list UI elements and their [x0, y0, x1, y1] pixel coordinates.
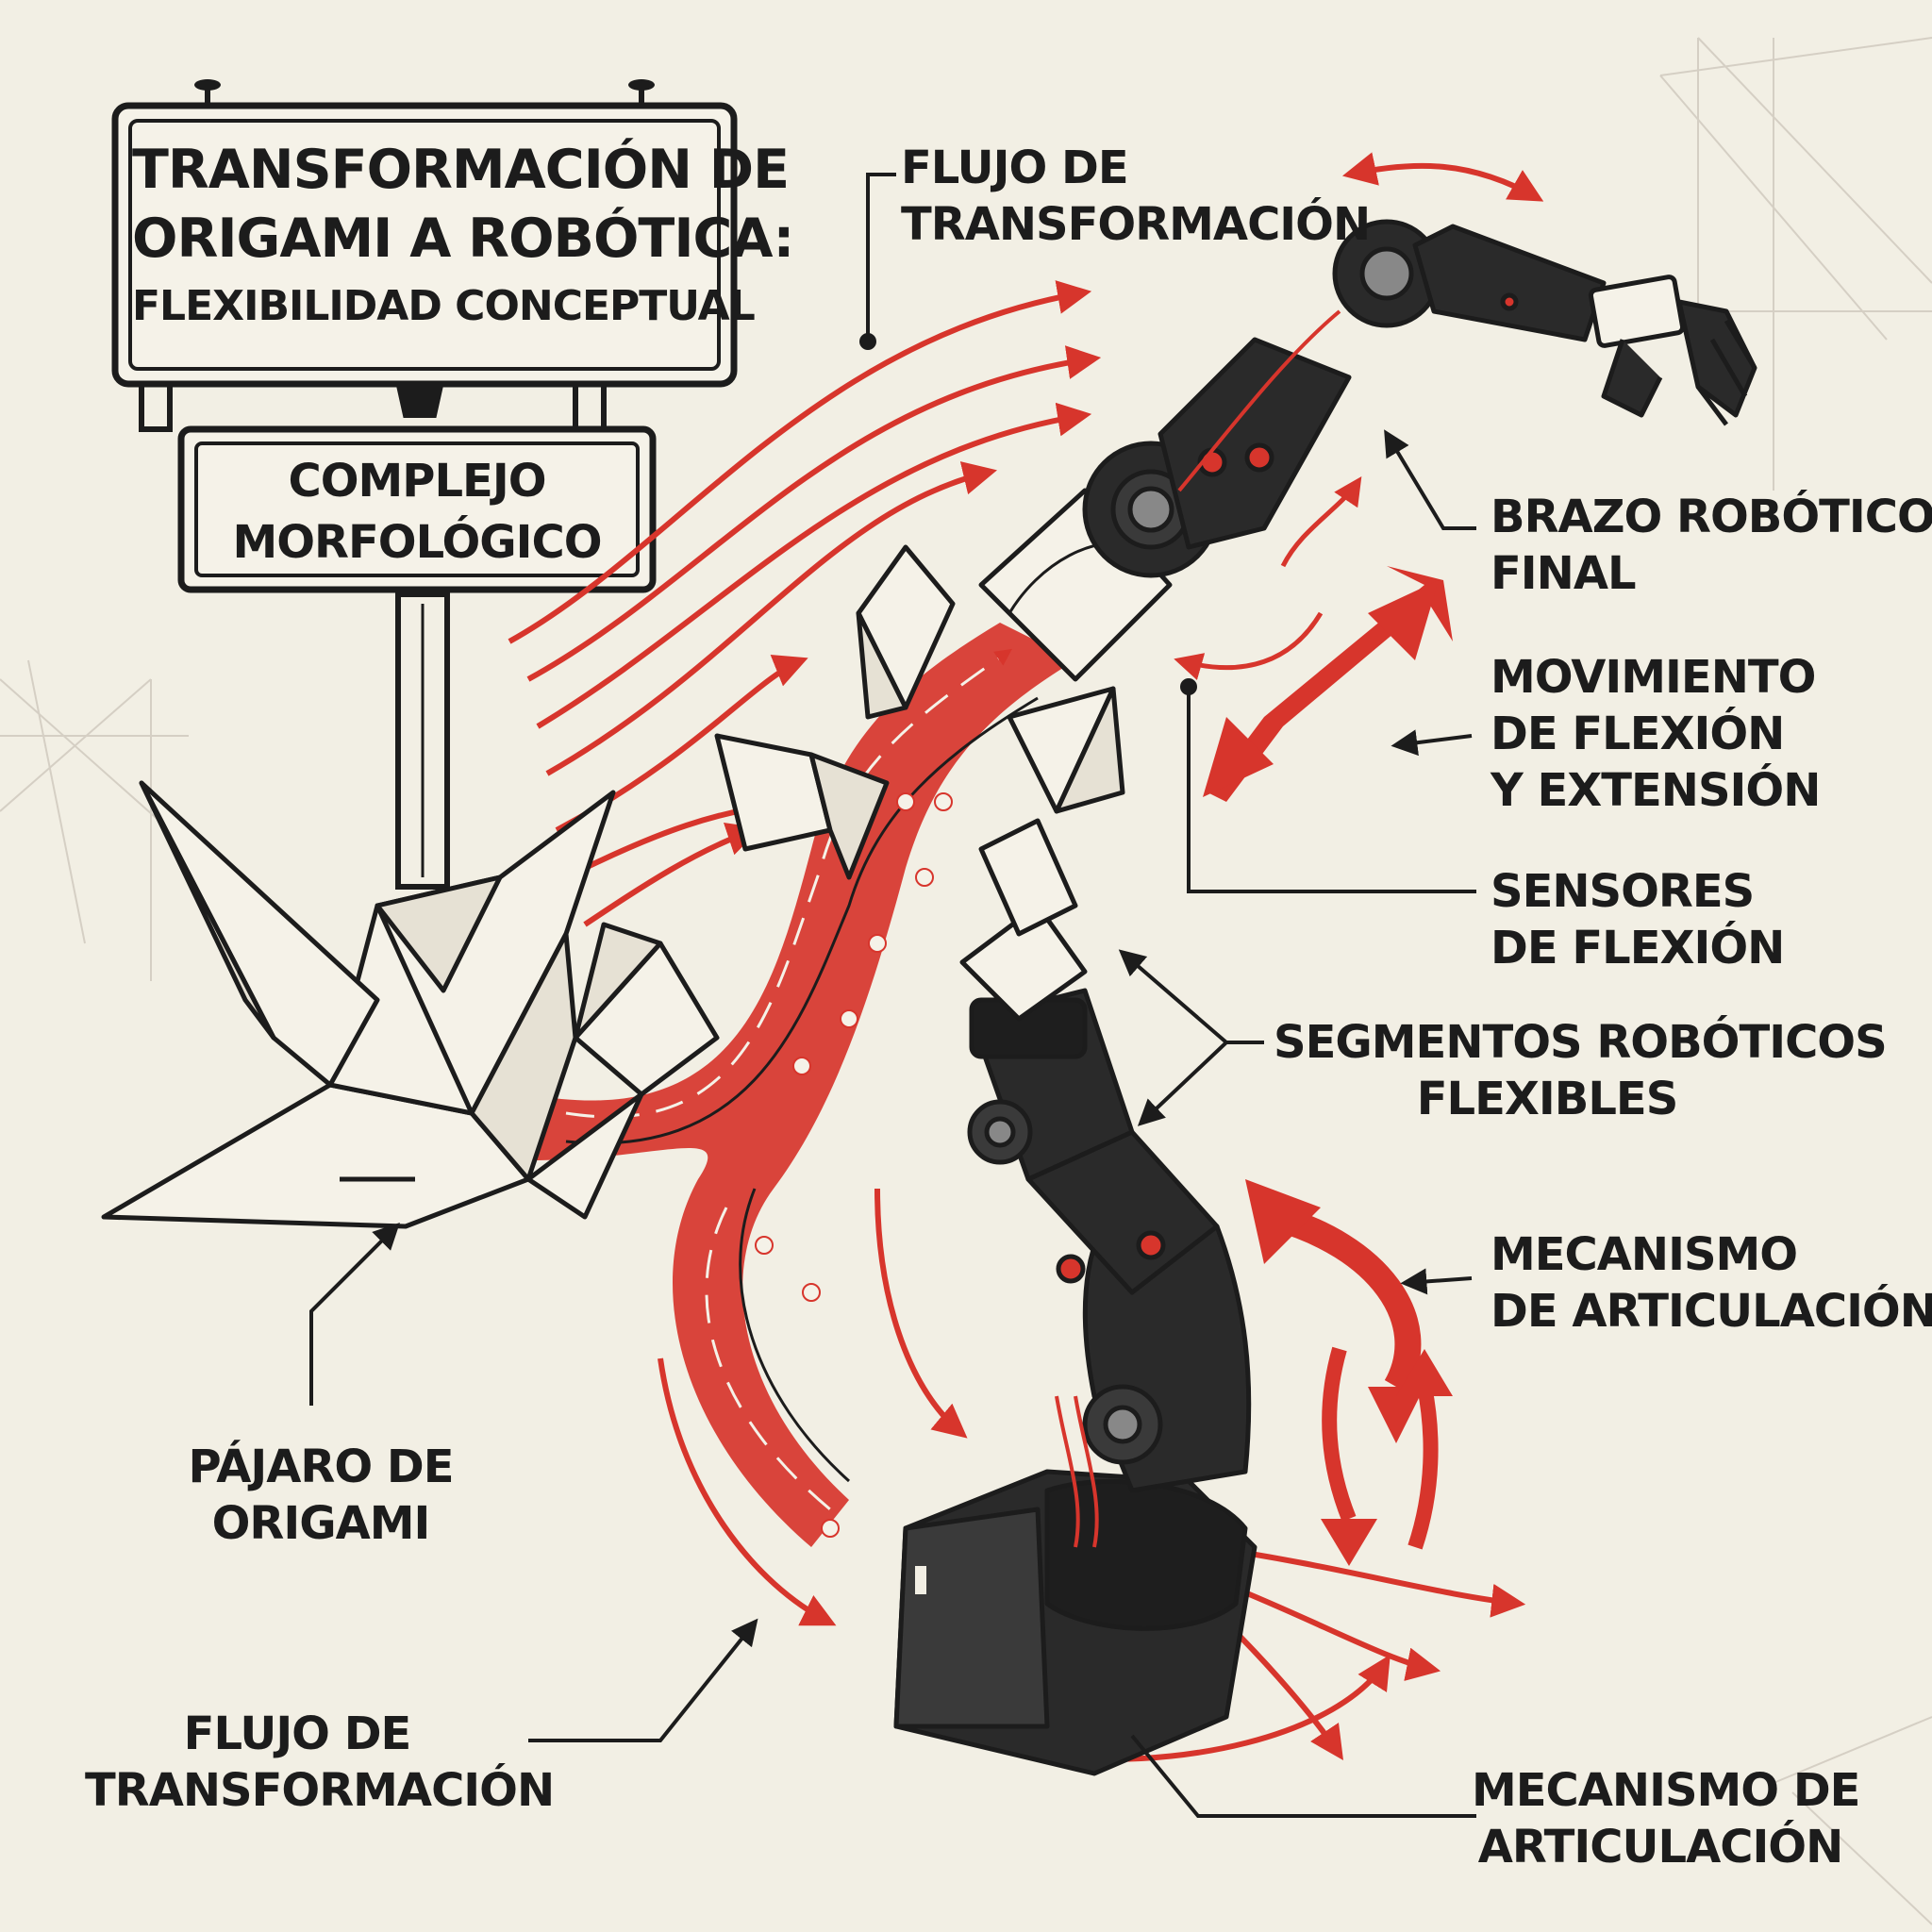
- base-arrow-down: [1321, 1519, 1377, 1566]
- base-rotation-arrows: [1322, 1346, 1439, 1550]
- hand-motion-arrow: [1341, 152, 1544, 202]
- flexion-double-arrow: [1203, 566, 1453, 802]
- origami-fragments: [714, 544, 1125, 880]
- label-segments: SEGMENTOS ROBÓTICOS FLEXIBLES: [1274, 1014, 1888, 1127]
- label-joint-base: MECANISMO DE ARTICULACIÓN: [1472, 1762, 1860, 1875]
- label-arm-final-line2: FINAL: [1491, 547, 1637, 600]
- sensor-motion-arrow-2: [1280, 476, 1362, 568]
- label-flex-move-line3: Y EXTENSIÓN: [1491, 764, 1821, 817]
- label-flow-bottom-line2: TRANSFORMACIÓN: [85, 1764, 555, 1817]
- background-geometry: [0, 37, 1932, 1925]
- articulation-curved-arrow: [1270, 1204, 1422, 1393]
- label-joint-mid-line1: MECANISMO: [1491, 1228, 1798, 1281]
- label-bird-line1: PÁJARO DE: [188, 1441, 454, 1493]
- sign-title-line1: TRANSFORMACIÓN DE: [132, 139, 790, 201]
- robot-arm: [893, 219, 1757, 1776]
- label-arm-final: BRAZO ROBÓTICO FINAL: [1491, 489, 1932, 602]
- upper-flow-streams: [508, 280, 1102, 927]
- label-arm-final-line1: BRAZO ROBÓTICO: [1491, 491, 1932, 543]
- title-sign-frame: [111, 79, 738, 388]
- label-flow-top-line2: TRANSFORMACIÓN: [901, 198, 1371, 251]
- label-bird-line2: ORIGAMI: [211, 1497, 431, 1550]
- subsign-line1: COMPLEJO: [288, 455, 546, 508]
- label-flow-bottom-line1: FLUJO DE: [183, 1707, 412, 1760]
- subsign-line2: MORFOLÓGICO: [232, 516, 602, 569]
- articulation-arrow-head: [1245, 1179, 1321, 1264]
- label-sensors-line1: SENSORES: [1491, 865, 1755, 918]
- label-flow-bottom: FLUJO DE TRANSFORMACIÓN: [85, 1706, 555, 1819]
- sign-title-line2: ORIGAMI A ROBÓTICA:: [132, 208, 794, 270]
- sign-title-line3: FLEXIBILIDAD CONCEPTUAL: [132, 282, 756, 330]
- label-joint-base-line1: MECANISMO DE: [1472, 1764, 1860, 1817]
- label-joint-base-line2: ARTICULACIÓN: [1477, 1821, 1844, 1874]
- lower-flow-arrows: [658, 1188, 1526, 1763]
- base-arrow-up: [1396, 1349, 1453, 1396]
- callout-leaders: [309, 173, 1476, 1818]
- label-sensors-line2: DE FLEXIÓN: [1491, 922, 1785, 974]
- label-joint-mid-line2: DE ARTICULACIÓN: [1491, 1285, 1932, 1338]
- origami-crane: [101, 780, 720, 1229]
- sensor-motion-arrow: [1174, 611, 1324, 681]
- label-flow-top: FLUJO DE TRANSFORMACIÓN: [901, 140, 1371, 253]
- label-flex-move-line2: DE FLEXIÓN: [1491, 708, 1785, 760]
- label-flow-top-line1: FLUJO DE: [901, 142, 1129, 194]
- transformation-band: [528, 623, 1075, 1547]
- articulation-arrow-tail: [1368, 1387, 1424, 1443]
- label-segments-line1: SEGMENTOS ROBÓTICOS: [1274, 1016, 1888, 1069]
- label-flex-move: MOVIMIENTO DE FLEXIÓN Y EXTENSIÓN: [1491, 649, 1821, 819]
- label-segments-line2: FLEXIBLES: [1416, 1073, 1679, 1125]
- subtitle-sign-frame: [177, 425, 657, 593]
- label-joint-mid: MECANISMO DE ARTICULACIÓN: [1491, 1226, 1932, 1340]
- label-bird: PÁJARO DE ORIGAMI: [170, 1439, 472, 1552]
- label-flex-move-line1: MOVIMIENTO: [1491, 651, 1816, 704]
- label-sensors: SENSORES DE FLEXIÓN: [1491, 863, 1785, 976]
